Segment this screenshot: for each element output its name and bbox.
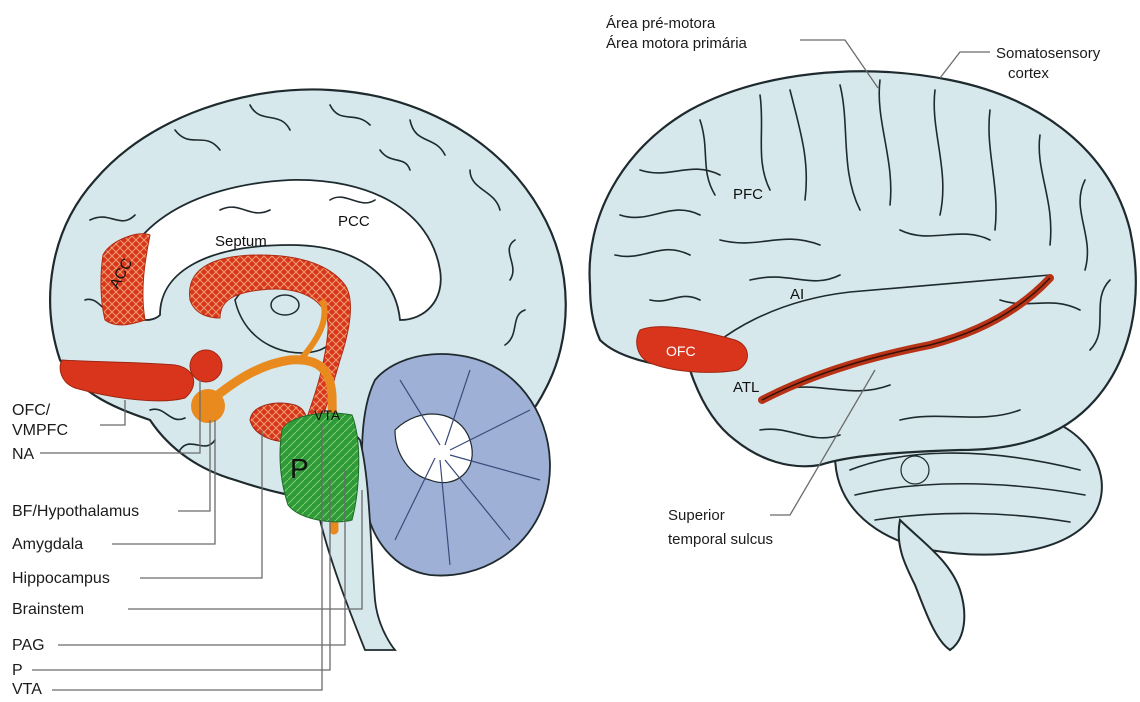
callout-superior: Superior <box>668 507 725 524</box>
label-pcc: PCC <box>338 213 370 230</box>
na-region <box>190 350 222 382</box>
callout-somatosensory-2: cortex <box>1008 65 1049 82</box>
lateral-cortex <box>590 71 1136 466</box>
label-atl: ATL <box>733 379 759 396</box>
callout-bf-hypothalamus: BF/Hypothalamus <box>12 503 139 520</box>
callout-vta: VTA <box>12 681 42 698</box>
callout-amygdala: Amygdala <box>12 536 83 553</box>
lateral-brain: PFC AI OFC ATL <box>590 71 1136 650</box>
callout-premotor: Área pré-motora <box>606 15 716 32</box>
medial-brain: Septum PCC ACC VTA P <box>50 89 566 650</box>
callout-brainstem: Brainstem <box>12 601 84 618</box>
label-ofc-lateral: OFC <box>666 343 696 359</box>
callout-vmpfc: VMPFC <box>12 422 68 439</box>
label-ai: AI <box>790 286 804 303</box>
label-pfc: PFC <box>733 186 763 203</box>
callout-primary-motor: Área motora primária <box>606 35 748 52</box>
callout-pag: PAG <box>12 637 45 654</box>
callout-na: NA <box>12 446 35 463</box>
label-p-inner: P <box>290 453 309 484</box>
label-septum: Septum <box>215 233 267 250</box>
ofc-vmpfc-region <box>60 360 194 401</box>
callout-hippocampus: Hippocampus <box>12 570 110 587</box>
callout-ofc: OFC/ <box>12 402 51 419</box>
callout-somatosensory-1: Somatosensory <box>996 45 1101 62</box>
callout-temporal-sulcus: temporal sulcus <box>668 531 773 548</box>
label-vta-inner: VTA <box>314 407 341 423</box>
bf-hypothalamus-region <box>191 389 225 423</box>
callout-p: P <box>12 662 23 679</box>
